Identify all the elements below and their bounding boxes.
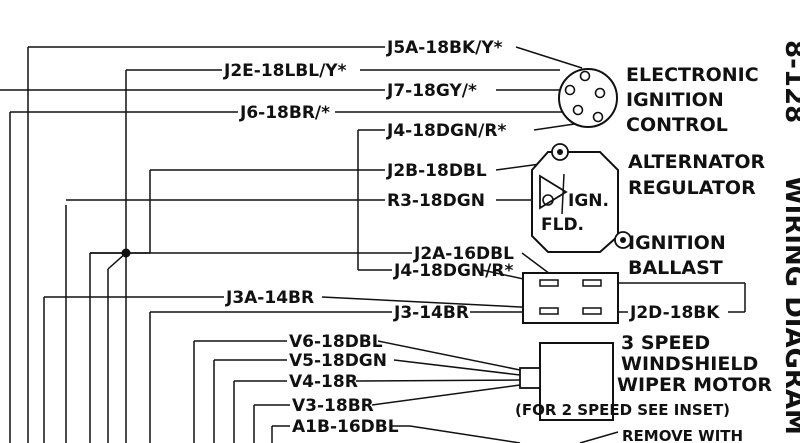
wire-label-j2a: J2A-16DBL <box>413 244 514 264</box>
wire-labels: J5A-18BK/Y* J2E-18LBL/Y* J7-18GY/* J6-18… <box>223 38 720 437</box>
wire-label-v5: V5-18DGN <box>289 351 387 371</box>
alternator-label-line2: REGULATOR <box>628 177 756 199</box>
wire-label-j2b: J2B-18DBL <box>386 161 487 181</box>
wire-label-j2e: J2E-18LBL/Y* <box>223 61 347 81</box>
ballast-label-line1: IGNITION <box>628 232 726 254</box>
regulator-fld-terminal: FLD. <box>541 215 584 235</box>
ballast-label-line2: BALLAST <box>628 257 723 279</box>
wire-label-j3: J3-14BR <box>393 303 469 323</box>
wire-label-j4-bottom: J4-18DGN/R* <box>393 261 513 281</box>
wire-label-a1b: A1B-16DBL <box>292 417 399 437</box>
eic-label-line3: CONTROL <box>626 114 728 136</box>
wire-label-j5a: J5A-18BK/Y* <box>386 38 503 58</box>
wire-label-j3a: J3A-14BR <box>225 288 314 308</box>
eic-wiring <box>0 46 589 200</box>
wire-label-v3: V3-18BR <box>292 396 374 416</box>
ballast-wiring <box>44 200 746 313</box>
side-title: 8-128 WIRING DIAGRAM <box>779 40 800 435</box>
wiper-inset-note: (FOR 2 SPEED SEE INSET) <box>515 401 730 419</box>
wire-label-v6: V6-18DBL <box>289 332 383 352</box>
eic-connector <box>558 68 618 128</box>
alternator-regulator-body <box>531 143 632 253</box>
wiper-wiring <box>194 340 619 443</box>
wire-label-j2d: J2D-18BK <box>629 303 720 323</box>
regulator-wiring <box>66 159 571 201</box>
diagram-title: WIRING DIAGRAM <box>779 176 800 435</box>
regulator-ign-terminal: IGN. <box>568 191 609 211</box>
eic-label-line1: ELECTRONIC <box>626 64 759 86</box>
wire-label-j4-top: J4-18DGN/R* <box>386 121 506 141</box>
page-number: 8-128 <box>779 40 800 123</box>
wire-label-v4: V4-18R <box>289 372 358 392</box>
wire-label-j7: J7-18GY/* <box>386 81 477 101</box>
wire-label-r3: R3-18DGN <box>387 191 485 211</box>
eic-label-line2: IGNITION <box>626 89 724 111</box>
alternator-label-line1: ALTERNATOR <box>628 151 765 173</box>
wiper-label-line2: WINDSHIELD <box>621 353 758 375</box>
ignition-ballast-body <box>522 272 619 324</box>
remove-with-note: REMOVE WITH <box>622 427 743 443</box>
harness-wires <box>9 47 273 443</box>
wiper-label-line1: 3 SPEED <box>621 332 710 354</box>
component-labels: ELECTRONIC IGNITION CONTROL ALTERNATOR R… <box>515 64 772 443</box>
wiper-label-line3: WIPER MOTOR <box>617 374 772 396</box>
wiper-motor-body <box>519 342 614 421</box>
wire-label-j6: J6-18BR/* <box>239 103 330 123</box>
